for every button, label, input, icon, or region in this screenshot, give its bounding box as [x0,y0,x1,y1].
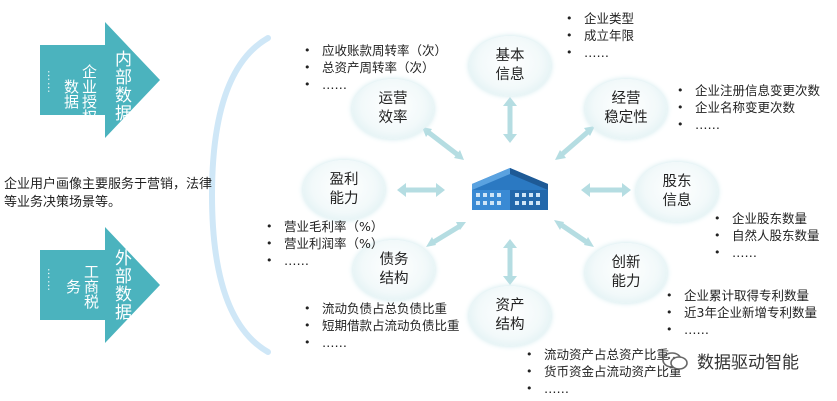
watermark: 数据驱动智能 [661,348,799,373]
list-item: 自然人股东数量 [712,227,820,244]
node-basic-line1: 基本 [495,48,525,64]
connector-stability [558,128,592,158]
list-item: 货币资金占流动资产比重 [524,363,682,380]
bracket-curve [208,35,271,355]
node-stability-line2: 稳定性 [604,110,648,126]
external-source-dots: …… [45,268,58,292]
list-item: …… [264,252,383,269]
node-shareholder-line1: 股东 [662,174,692,190]
node-debt-line2: 结构 [379,271,409,287]
connector-debt [430,223,462,246]
node-innovation-line2: 能力 [611,274,641,290]
node-asset-line2: 结构 [495,317,525,333]
list-item: 营业利润率（%） [264,235,383,252]
node-shareholder-line2: 信息 [662,193,692,209]
node-asset-line1: 资产 [495,298,525,314]
list-innovation: 企业累计取得专利数量 近3年企业新增专利数量 …… [664,287,817,338]
list-item: 成立年限 [564,27,634,44]
node-stability-line1: 经营 [611,91,641,107]
connector-operation [426,130,460,157]
list-item: 短期借款占流动负债比重 [302,317,460,334]
node-innovation-line1: 创新 [611,255,641,271]
list-item: 总资产周转率（次） [302,59,447,76]
internal-data-label: 内部数据 [111,50,131,122]
list-debt-structure: 流动负债占总负债比重 短期借款占流动负债比重 …… [302,300,460,351]
list-item: …… [712,244,820,261]
list-item: 企业注册信息变更次数 [675,82,820,99]
node-profit-line2: 能力 [329,191,359,207]
node-basic-line2: 信息 [495,67,525,83]
list-basic-info: 企业类型 成立年限 …… [564,10,634,61]
list-operating-stability: 企业注册信息变更次数 企业名称变更次数 …… [675,82,820,133]
node-debt-line1: 债务 [379,252,409,268]
node-innovation: 创新 能力 [585,243,667,303]
node-operation-line2: 效率 [378,110,408,126]
list-shareholder-info: 企业股东数量 自然人股东数量 …… [712,210,820,261]
connector-innovation [558,221,590,246]
list-item: …… [675,116,820,133]
node-operation-line1: 运营 [378,91,408,107]
node-profitability: 盈利 能力 [303,160,385,220]
list-profitability: 营业毛利率（%） 营业利润率（%） …… [264,218,383,269]
node-basic-info: 基本 信息 [469,36,551,96]
list-item: …… [302,334,460,351]
list-item: 企业股东数量 [712,210,820,227]
watermark-text: 数据驱动智能 [697,353,799,373]
list-item: …… [564,44,634,61]
list-item: 近3年企业新增专利数量 [664,304,817,321]
node-profit-line1: 盈利 [329,172,359,188]
description-text: 企业用户画像主要服务于营销，法律等业务决策场景等。 [4,177,213,210]
list-item: 企业累计取得专利数量 [664,287,817,304]
external-data-label: 外部数据 [111,249,131,321]
building-icon [472,168,548,210]
external-source-label: 工商税务 [64,263,100,309]
list-asset-structure: 流动资产占总资产比重 货币资金占流动资产比重 …… [524,346,682,397]
wechat-icon [662,351,688,370]
internal-source-label: 企业授权数据 [62,64,98,124]
list-item: …… [524,380,682,397]
internal-source-dots: …… [45,70,58,94]
external-data-arrow [40,227,160,343]
node-operating-stability: 经营 稳定性 [585,79,667,139]
list-item: 应收账款周转率（次） [302,42,447,59]
list-operation-efficiency: 应收账款周转率（次） 总资产周转率（次） …… [302,42,447,93]
list-item: …… [664,321,817,338]
list-item: 营业毛利率（%） [264,218,383,235]
list-item: 流动负债占总负债比重 [302,300,460,317]
list-item: 流动资产占总资产比重 [524,346,682,363]
node-asset-structure: 资产 结构 [469,286,551,346]
internal-data-arrow [40,22,160,138]
list-item: …… [302,76,447,93]
list-item: 企业名称变更次数 [675,99,820,116]
node-shareholder-info: 股东 信息 [636,162,718,222]
list-item: 企业类型 [564,10,634,27]
